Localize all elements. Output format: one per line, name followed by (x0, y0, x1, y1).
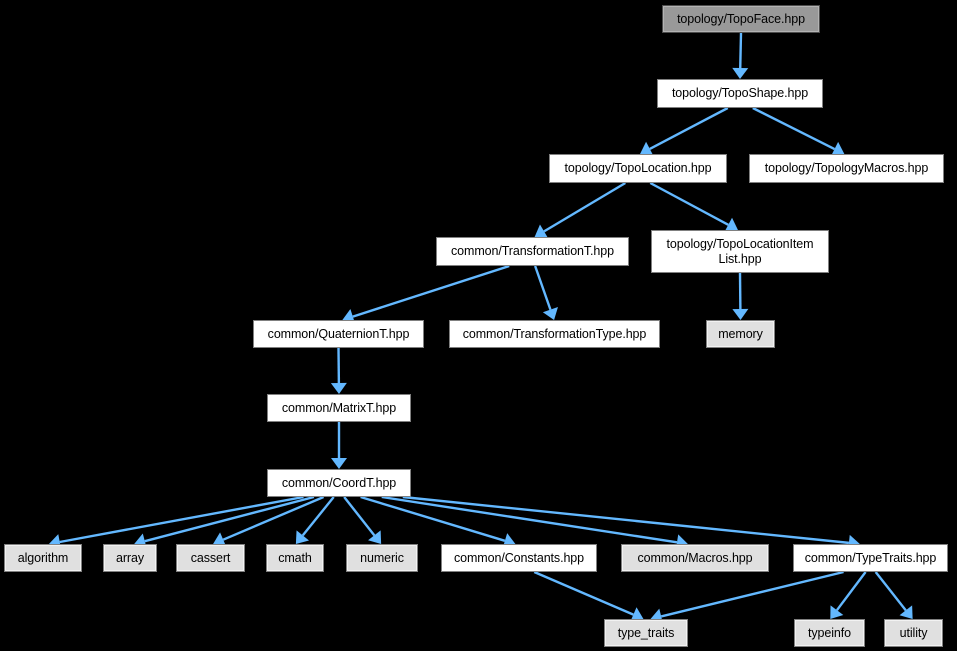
edge-coordt-to-algorithm (59, 495, 304, 544)
edge-toposhape-to-topologymacros (752, 106, 836, 151)
graph-node-array[interactable]: array (103, 544, 157, 572)
graph-node-label: numeric (360, 550, 404, 565)
edge-topolocation-to-transformationt (543, 181, 626, 233)
arrowhead-matrixt-to-coordt (331, 458, 347, 469)
graph-node-coordt[interactable]: common/CoordT.hpp (267, 469, 411, 497)
edge-coordt-to-array (144, 495, 315, 543)
graph-node-typeinfo[interactable]: typeinfo (794, 619, 865, 647)
edge-toposhape-to-topolocation (649, 106, 729, 150)
edge-coordt-to-constants (360, 495, 506, 542)
edge-coordt-to-macros (381, 495, 678, 544)
graph-node-constants[interactable]: common/Constants.hpp (441, 544, 597, 572)
graph-node-label: cassert (190, 550, 231, 565)
arrowhead-typetraits-to-utility (899, 605, 913, 619)
graph-node-label: common/Constants.hpp (453, 550, 584, 565)
edge-coordt-to-cassert (222, 495, 325, 541)
graph-node-toposhape[interactable]: topology/TopoShape.hpp (657, 79, 823, 108)
edge-typetraits-to-typeinfo (835, 571, 867, 611)
graph-node-label: common/MatrixT.hpp (281, 400, 397, 415)
edge-typetraits-to-type_traits (660, 570, 844, 618)
arrowhead-topolocitemlist-to-memory (732, 308, 749, 320)
graph-node-label: common/Macros.hpp (637, 550, 753, 565)
graph-node-transformationt[interactable]: common/TransformationT.hpp (436, 237, 629, 266)
arrowhead-topoface-to-toposhape (732, 67, 749, 79)
graph-node-label: topology/TopoLocationItem List.hpp (666, 236, 814, 266)
graph-node-typetraits[interactable]: common/TypeTraits.hpp (793, 544, 948, 572)
graph-node-label: array (116, 550, 144, 565)
arrowhead-coordt-to-numeric (368, 530, 382, 544)
edge-coordt-to-typetraits (402, 495, 850, 545)
graph-node-matrixt[interactable]: common/MatrixT.hpp (267, 394, 411, 422)
graph-node-label: common/QuaternionT.hpp (267, 326, 410, 341)
graph-node-topolocation[interactable]: topology/TopoLocation.hpp (549, 154, 727, 183)
edge-constants-to-type_traits (533, 570, 634, 616)
graph-node-label: typeinfo (808, 625, 851, 640)
graph-node-label: memory (718, 326, 763, 341)
graph-node-macros[interactable]: common/Macros.hpp (621, 544, 769, 572)
graph-node-cmath[interactable]: cmath (266, 544, 324, 572)
graph-node-type_traits[interactable]: type_traits (604, 619, 688, 647)
arrowhead-typetraits-to-typeinfo (830, 605, 844, 619)
graph-node-label: utility (899, 625, 928, 640)
graph-node-label: topology/TopoLocation.hpp (564, 161, 712, 175)
edge-transformationt-to-quaterniont (352, 264, 510, 318)
edge-typetraits-to-utility (874, 571, 907, 612)
graph-node-label: algorithm (17, 550, 69, 565)
graph-node-label: cmath (278, 550, 312, 565)
graph-node-label: topology/TopologyMacros.hpp (764, 161, 929, 175)
graph-node-algorithm[interactable]: algorithm (4, 544, 82, 572)
graph-node-label: common/TransformationT.hpp (451, 244, 614, 258)
graph-node-label: topology/TopoShape.hpp (671, 86, 809, 100)
graph-node-topoface[interactable]: topology/TopoFace.hpp (662, 5, 820, 33)
graph-node-transformationtype[interactable]: common/TransformationType.hpp (449, 320, 660, 348)
graph-node-quaterniont[interactable]: common/QuaternionT.hpp (253, 320, 424, 348)
graph-node-utility[interactable]: utility (884, 619, 943, 647)
arrowhead-coordt-to-cmath (295, 530, 310, 544)
graph-node-label: common/TransformationType.hpp (462, 326, 647, 341)
arrowhead-transformationt-to-transformationtype (542, 306, 558, 320)
graph-node-cassert[interactable]: cassert (176, 544, 245, 572)
edge-coordt-to-numeric (343, 496, 376, 537)
edge-coordt-to-cmath (301, 496, 335, 537)
graph-node-label: topology/TopoFace.hpp (677, 11, 805, 26)
graph-node-label: type_traits (617, 625, 675, 640)
graph-node-memory[interactable]: memory (706, 320, 775, 348)
edge-topoface-to-toposhape (739, 32, 743, 69)
arrowhead-quaterniont-to-matrixt (330, 382, 347, 394)
graph-node-topologymacros[interactable]: topology/TopologyMacros.hpp (749, 154, 944, 183)
graph-node-label: common/TypeTraits.hpp (804, 550, 937, 565)
edge-transformationt-to-transformationtype (534, 265, 552, 311)
graph-node-topolocitemlist[interactable]: topology/TopoLocationItem List.hpp (651, 230, 829, 273)
graph-node-label: common/CoordT.hpp (281, 475, 397, 490)
graph-node-numeric[interactable]: numeric (346, 544, 418, 572)
edge-topolocation-to-topolocitemlist (649, 181, 729, 226)
